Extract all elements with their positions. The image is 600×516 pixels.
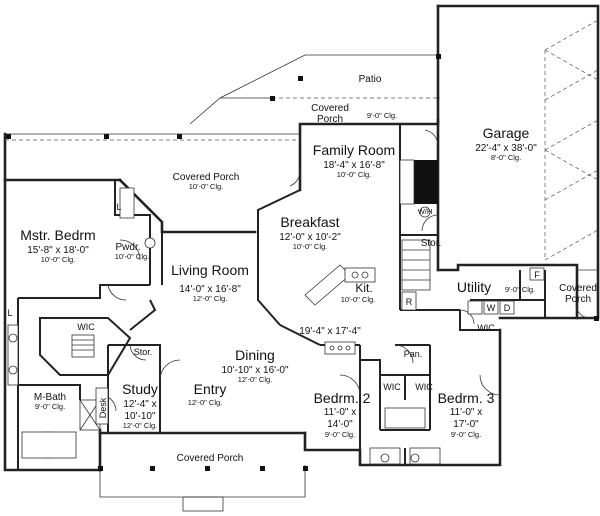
covered-porch-top-label-2: Porch bbox=[317, 114, 343, 125]
patio-label: Patio bbox=[359, 74, 382, 85]
breakfast-dims: 12'-0" x 10'-2" bbox=[279, 232, 341, 243]
linen-master-label: L bbox=[116, 202, 121, 212]
bedroom3-ceiling: 9'-0" Clg. bbox=[451, 430, 481, 439]
doors bbox=[99, 129, 591, 412]
family-room-ceiling: 10'-0" Clg. bbox=[337, 170, 372, 179]
kitchen-ceiling: 10'-0" Clg. bbox=[341, 295, 376, 304]
study-dims-1: 12'-4" x bbox=[123, 399, 156, 410]
desk-label: Desk bbox=[98, 397, 108, 418]
breakfast-name: Breakfast bbox=[280, 214, 339, 230]
bedroom2-ceiling: 9'-0" Clg. bbox=[325, 430, 355, 439]
fixture-labels: L L R F W D W/H bbox=[7, 202, 540, 318]
covered-porch-top-label: Covered bbox=[311, 103, 349, 114]
covered-porch-side-name: Covered bbox=[559, 283, 597, 294]
covered-porch-front-name: Covered Porch bbox=[177, 453, 244, 464]
powder-ceiling: 10'-0" Clg. bbox=[115, 252, 150, 261]
covered-porch-rear-name: Covered Porch bbox=[173, 172, 240, 183]
utility-name: Utility bbox=[457, 279, 491, 295]
water-heater-label: W/H bbox=[418, 207, 433, 216]
entry-ceiling: 12'-0" Clg. bbox=[188, 398, 223, 407]
bedroom3-dims-2: 17'-0" bbox=[453, 419, 479, 430]
fireplace bbox=[412, 160, 438, 204]
powder-toilet bbox=[144, 237, 156, 249]
bedroom2-dims-1: 11'-0" x bbox=[324, 407, 357, 418]
room-labels: Patio Covered Porch 9'-0" Clg. Family Ro… bbox=[20, 74, 597, 464]
living-room-dims: 14'-0" x 16'-8" bbox=[179, 284, 241, 295]
dining-dims: 10'-10" x 16'-0" bbox=[221, 365, 289, 376]
bedroom3-dims-1: 11'-0" x bbox=[450, 407, 483, 418]
dining-ceiling: 12'-0" Clg. bbox=[238, 375, 273, 384]
dryer-label: D bbox=[504, 303, 511, 313]
porch-structures bbox=[5, 54, 599, 512]
refrigerator bbox=[401, 291, 417, 311]
fixtures bbox=[7, 159, 545, 465]
study-dims-2: 10'-10" bbox=[124, 411, 155, 422]
interior-walls bbox=[17, 124, 546, 470]
family-room-dims: 18'-4" x 16'-8" bbox=[323, 160, 385, 171]
master-bath-name: M-Bath bbox=[34, 392, 66, 403]
master-bath-ceiling: 9'-0" Clg. bbox=[35, 402, 65, 411]
washer-label: W bbox=[487, 303, 496, 313]
covered-porch-top-ceiling: 9'-0" Clg. bbox=[367, 111, 397, 120]
breakfast-ceiling: 10'-0" Clg. bbox=[293, 242, 328, 251]
freezer bbox=[529, 267, 545, 281]
garage-dims: 22'-4" x 38'-0" bbox=[475, 143, 537, 154]
master-bedroom-name: Mstr. Bedrm bbox=[20, 227, 95, 243]
study-ceiling: 12'-0" Clg. bbox=[123, 421, 158, 430]
bedroom2-name: Bedrm. 2 bbox=[314, 390, 371, 406]
storage-kitchen-name: Stor. bbox=[421, 238, 442, 249]
garage-ceiling-lines bbox=[544, 19, 599, 261]
covered-porch-rear-ceiling: 10'-0" Clg. bbox=[189, 182, 224, 191]
bed-wic-left-name: WIC bbox=[383, 382, 401, 392]
freezer-label: F bbox=[534, 270, 540, 280]
powder-name: Pwdr. bbox=[115, 242, 140, 253]
washer bbox=[483, 300, 499, 315]
master-wic-name: WIC bbox=[77, 322, 95, 332]
study-name: Study bbox=[122, 381, 158, 397]
shared-tub bbox=[384, 407, 426, 429]
garage-ceiling: 8'-0" Clg. bbox=[491, 153, 521, 162]
living-room-ceiling: 12'-0" Clg. bbox=[193, 294, 228, 303]
bedroom2-dims-2: 14'-0" bbox=[327, 419, 353, 430]
utility-wic-name: WIC bbox=[477, 323, 495, 333]
refrigerator-label: R bbox=[406, 297, 413, 307]
family-room-name: Family Room bbox=[313, 142, 395, 158]
pantry-name: Pan. bbox=[404, 349, 423, 359]
entry-name: Entry bbox=[194, 381, 227, 397]
bed-wic-right-name: WIC bbox=[415, 382, 433, 392]
bedroom3-name: Bedrm. 3 bbox=[438, 390, 495, 406]
utility-ceiling: 9'-0" Clg. bbox=[505, 285, 535, 294]
kitchen-name: Kit. bbox=[355, 281, 372, 295]
kitchen-dims: 19'-4" x 17'-4" bbox=[299, 326, 361, 337]
master-bedroom-ceiling: 10'-0" Clg. bbox=[41, 255, 76, 264]
dining-name: Dining bbox=[235, 347, 275, 363]
covered-porch-side-name-2: Porch bbox=[565, 294, 591, 305]
master-bedroom-dims: 15'-8" x 18'-0" bbox=[27, 245, 89, 256]
dryer bbox=[499, 300, 515, 315]
garage-name: Garage bbox=[483, 125, 530, 141]
linen-bath-label: L bbox=[7, 308, 12, 318]
living-room-name: Living Room bbox=[171, 262, 249, 278]
storage-study-name: Stor. bbox=[134, 347, 153, 357]
